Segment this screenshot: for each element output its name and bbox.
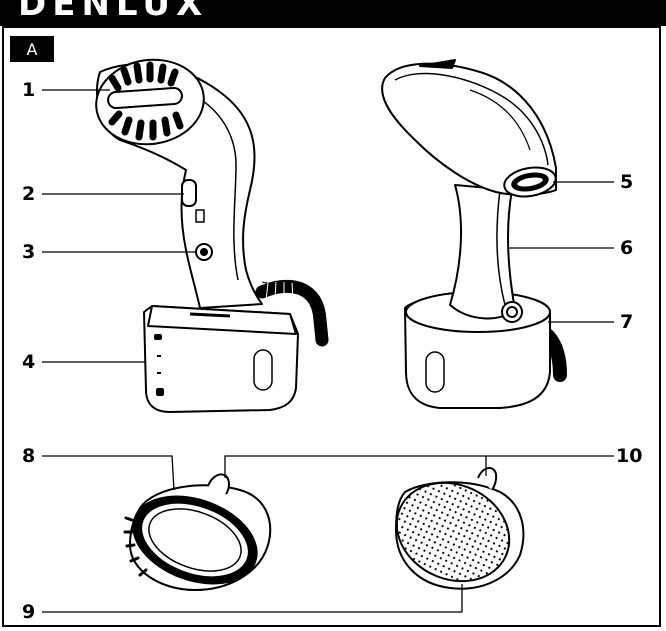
figure-frame xyxy=(2,26,661,627)
callout-8: 8 xyxy=(22,445,36,467)
fabric-pad-attachment xyxy=(395,467,525,590)
handle-right xyxy=(449,184,516,320)
steamer-side-view xyxy=(95,58,329,413)
steamer-angle-view xyxy=(381,59,567,409)
callout-5: 5 xyxy=(620,171,634,193)
trigger-button xyxy=(181,179,197,207)
callout-1: 1 xyxy=(22,79,36,101)
callout-3: 3 xyxy=(22,241,36,263)
brand-name: DENLUX xyxy=(18,0,209,24)
callout-7: 7 xyxy=(620,311,634,333)
steam-head-top xyxy=(381,62,557,196)
callout-2: 2 xyxy=(22,183,36,205)
callout-lines xyxy=(42,89,614,613)
hose-left xyxy=(255,279,329,347)
callout-9: 9 xyxy=(22,601,36,623)
brush-attachment xyxy=(123,473,272,591)
header-bar: DENLUX xyxy=(0,0,666,26)
figure-label: A xyxy=(10,36,54,62)
callout-10: 10 xyxy=(616,445,643,467)
callout-4: 4 xyxy=(22,351,36,373)
callout-6: 6 xyxy=(620,237,634,259)
